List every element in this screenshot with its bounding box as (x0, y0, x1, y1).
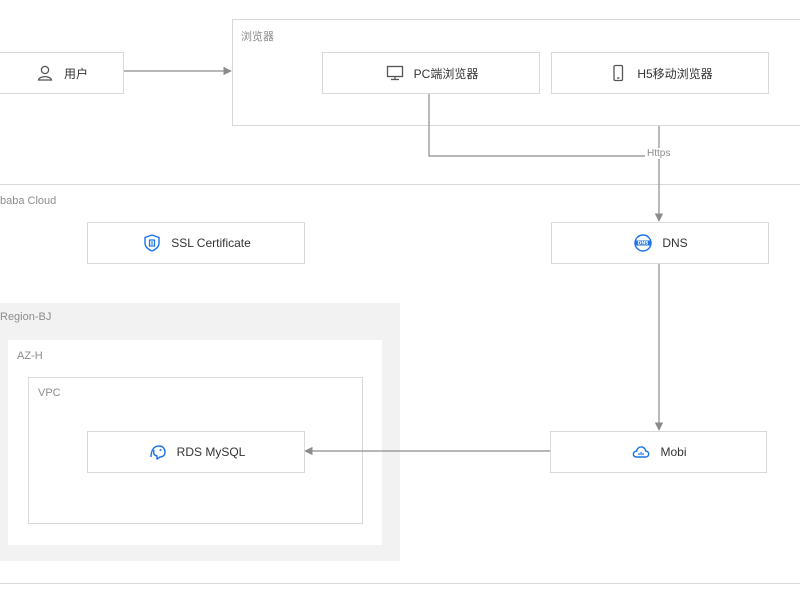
az-group-label: AZ-H (17, 350, 43, 362)
browser-group-label: 浏览器 (241, 31, 274, 43)
user-node[interactable]: 用户 (0, 52, 124, 94)
dns-icon: DNS (632, 232, 654, 254)
ssl-certificate-icon (141, 232, 163, 254)
monitor-icon (384, 62, 406, 84)
https-edge-label: Https (645, 148, 673, 159)
dns-node-label: DNS (662, 236, 688, 250)
cloud-mobi-icon (630, 441, 652, 463)
mobile-phone-icon (607, 62, 629, 84)
h5-browser-node-label: H5移动浏览器 (637, 66, 713, 81)
region-group-label: Region-BJ (0, 311, 52, 323)
dns-node[interactable]: DNS DNS (551, 222, 769, 264)
mobi-node-label: Mobi (660, 445, 687, 459)
cloud-group-label: baba Cloud (0, 195, 57, 207)
rds-mysql-node-label: RDS MySQL (176, 445, 246, 459)
user-icon (34, 62, 56, 84)
svg-text:DNS: DNS (638, 241, 649, 247)
user-node-label: 用户 (63, 66, 88, 81)
pc-browser-node-label: PC端浏览器 (413, 66, 479, 81)
cloud-boundary (0, 184, 800, 584)
rds-mysql-node[interactable]: RDS MySQL (87, 431, 305, 473)
ssl-certificate-node-label: SSL Certificate (171, 236, 251, 250)
vpc-group-label: VPC (38, 387, 61, 399)
pc-browser-node[interactable]: PC端浏览器 (322, 52, 540, 94)
rds-mysql-icon (147, 441, 169, 463)
ssl-certificate-node[interactable]: SSL Certificate (87, 222, 305, 264)
mobi-node[interactable]: Mobi (550, 431, 767, 473)
h5-browser-node[interactable]: H5移动浏览器 (551, 52, 769, 94)
